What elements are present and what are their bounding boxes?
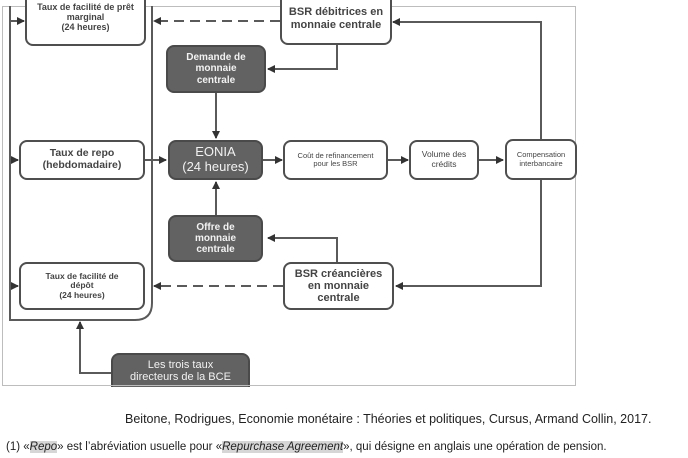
node-label: Les trois taux directeurs de la BCE (130, 359, 231, 384)
frame-bottom-mask (0, 387, 688, 458)
node-label: Taux de repo (hebdomadaire) (42, 147, 122, 171)
node-offre-monnaie: Offre de monnaie centrale (168, 215, 263, 262)
arrow-compensation-creancieres (395, 180, 542, 290)
node-label: Demande de monnaie centrale (186, 52, 246, 86)
footnote-middle: » est l’abréviation usuelle pour « (57, 441, 223, 453)
node-eonia: EONIA (24 heures) (168, 140, 263, 180)
left-bracket-line (9, 6, 153, 321)
node-label: EONIA (24 heures) (182, 144, 249, 174)
arrow-debitrices-demande (267, 45, 338, 73)
footnote-term-repurchase: Repurchase Agreement (222, 441, 344, 453)
node-cout-refinancement: Coût de refinancement pour les BSR (283, 140, 388, 180)
node-demande-monnaie: Demande de monnaie centrale (166, 45, 266, 93)
arrow-creancieres-offre (267, 234, 338, 262)
citation-text-part2: : Théories et politiques, Cursus, Armand… (352, 412, 652, 426)
node-compensation-interbancaire: Compensation interbancaire (505, 139, 577, 180)
source-citation: Beitone, Rodrigues, Economie monétaire​ … (125, 412, 651, 426)
node-taux-repo: Taux de repo (hebdomadaire) (19, 140, 145, 180)
node-label: Coût de refinancement pour les BSR (297, 150, 374, 168)
node-volume-credits: Volume des crédits (409, 140, 479, 180)
node-label: Taux de facilité de dépôt (24 heures) (45, 270, 119, 300)
citation-text-part1: Beitone, Rodrigues, Economie monétaire (125, 412, 353, 426)
footnote-prefix: (1) « (6, 441, 30, 453)
node-label: Volume des crédits (421, 149, 467, 169)
arrow-compensation-debitrices (392, 18, 542, 139)
node-taux-pret-marginal: Taux de facilité de prêt marginal (24 he… (25, 0, 146, 46)
node-bsr-creancieres: BSR créancières en monnaie centrale (283, 262, 394, 310)
node-label: BSR débitrices en monnaie centrale (288, 6, 384, 31)
footnote-term-repo: Repo (29, 441, 58, 453)
node-taux-depot: Taux de facilité de dépôt (24 heures) (19, 262, 145, 310)
node-label: BSR créancières en monnaie centrale (294, 267, 383, 305)
frame-bottom-edge (2, 385, 576, 386)
node-label: Offre de monnaie centrale (194, 221, 237, 256)
node-label: Taux de facilité de prêt marginal (24 he… (37, 1, 134, 33)
node-bsr-debitrices: BSR débitrices en monnaie centrale (280, 0, 392, 45)
arrow-bce-bracket (76, 321, 111, 374)
footnote: (1) «Repo» est l’abréviation usuelle pou… (6, 441, 607, 453)
footnote-suffix: », qui désigne en anglais une opération … (343, 441, 607, 453)
node-label: Compensation interbancaire (516, 150, 566, 168)
